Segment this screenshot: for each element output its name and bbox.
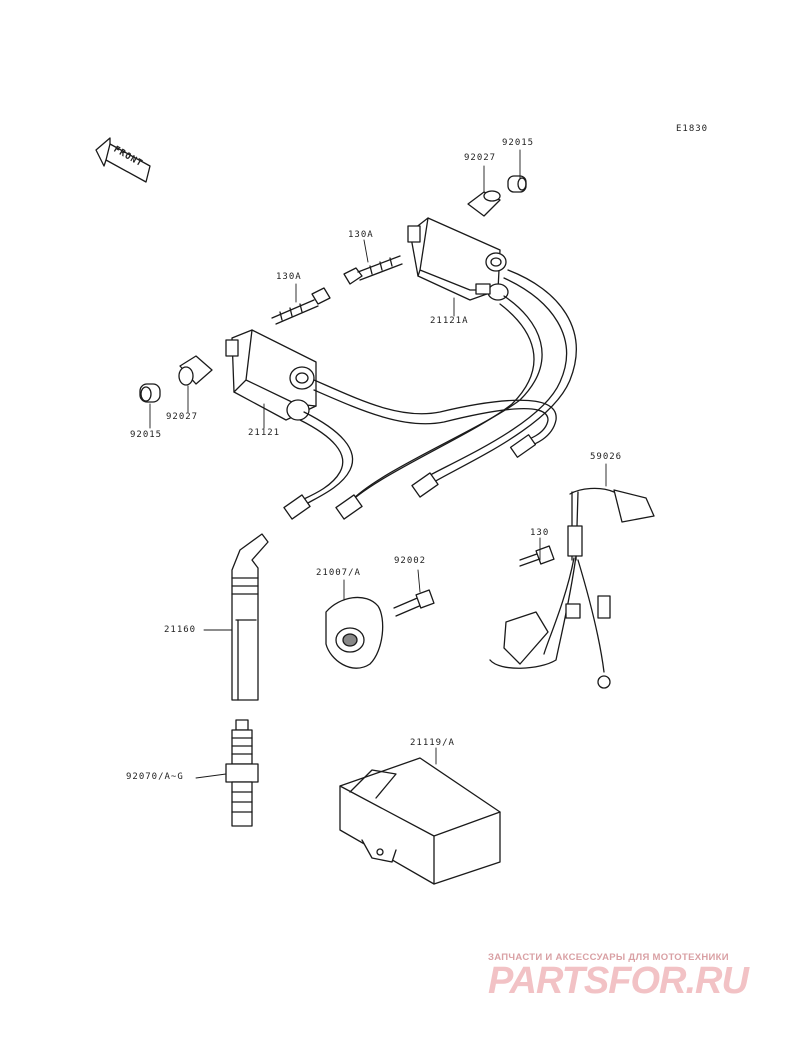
ht-cables (293, 269, 577, 509)
part-label-21121a: 21121A (430, 316, 469, 326)
part-label-92015-left: 92015 (130, 430, 163, 440)
bolt-130a-upper (343, 255, 403, 285)
cdi-unit (339, 757, 501, 885)
part-label-130: 130 (530, 528, 550, 538)
part-label-92027-left: 92027 (166, 412, 199, 422)
part-label-92002: 92002 (394, 556, 427, 566)
part-label-59026: 59026 (590, 452, 623, 462)
ignition-coil-upper (407, 217, 509, 301)
part-label-21160: 21160 (164, 625, 197, 635)
bushing-92015-left (139, 383, 161, 403)
pickup-rotor (325, 596, 384, 669)
bolt-92002 (393, 589, 435, 617)
part-label-21121: 21121 (248, 428, 281, 438)
part-label-92015-top: 92015 (502, 138, 535, 148)
bushing-92015-top (507, 175, 527, 193)
watermark-brand: PARTSFOR.RU (488, 960, 749, 1002)
cable-terminals (283, 434, 537, 520)
part-label-21119a: 21119/A (410, 738, 455, 748)
collar-92027-top (467, 190, 501, 217)
pickup-coil-assembly (489, 487, 655, 689)
leader-lines (149, 149, 607, 779)
spark-plug-cap (231, 533, 269, 701)
part-label-130a-mid: 130A (276, 272, 302, 282)
part-label-130a-top: 130A (348, 230, 374, 240)
part-label-92027-top: 92027 (464, 153, 497, 163)
collar-92027-left (178, 355, 213, 386)
part-label-92070: 92070/A~G (126, 772, 184, 782)
watermark-tagline: ЗАПЧАСТИ И АКСЕССУАРЫ ДЛЯ МОТОТЕХНИКИ (488, 952, 729, 963)
diagram-code: E1830 (676, 124, 709, 134)
part-label-21007a: 21007/A (316, 568, 361, 578)
ignition-coil-lower (225, 329, 317, 421)
front-arrow-icon (95, 137, 151, 183)
spark-plug (225, 719, 259, 827)
bolt-130a-lower (271, 287, 331, 325)
